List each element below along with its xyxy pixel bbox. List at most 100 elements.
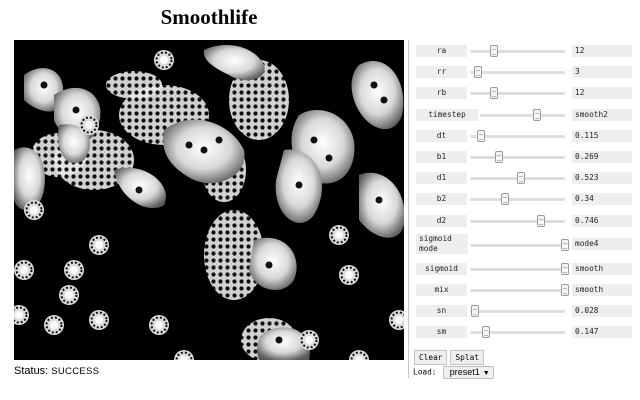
slider-thumb[interactable] [532,108,541,121]
param-label-b1: b1 [416,150,467,163]
page-title: Smoothlife [160,5,258,29]
param-value-d1: 0.523 [572,172,632,185]
param-slider-mix[interactable] [470,283,569,296]
param-slider-ra[interactable] [470,45,565,57]
glider-ring-holes [90,311,108,329]
param-slider-sigmoid-mode[interactable] [470,238,569,251]
param-label-rr: rr [416,66,467,79]
glider-ring-holes [330,226,348,244]
param-slider-timestep[interactable] [480,108,565,121]
glider-ring-holes [90,236,108,254]
cellular-mesh [204,210,264,300]
smoothlife-blob [351,61,404,130]
glider-ring-holes [340,266,358,284]
param-slider-rr[interactable] [470,66,565,79]
param-label-sigmoid-mode: sigmoid mode [416,233,468,254]
slider-thumb[interactable] [470,305,479,318]
param-slider-sigmoid[interactable] [470,262,569,275]
slider-thumb[interactable] [561,238,569,251]
blob-spot [135,186,143,194]
glider-ring-core [85,121,93,129]
param-label-b2: b2 [416,193,467,206]
slider-thumb[interactable] [482,326,491,339]
param-slider-sn[interactable] [470,305,565,318]
simulation-canvas[interactable] [14,40,404,360]
glider-ring [349,350,369,360]
status-line: Status:SUCCESS [14,364,99,379]
chevron-down-icon: ▼ [482,370,490,377]
smoothlife-blob [203,45,265,81]
blob-spot [375,196,383,204]
param-slider-sm[interactable] [470,326,565,339]
param-row-sn: sn 0.028 [414,302,636,323]
param-label-d1: d1 [416,172,467,185]
param-label-sn: sn [416,305,467,318]
status-label: Status: [14,365,49,377]
glider-ring-core [20,266,28,274]
slider-thumb[interactable] [477,129,486,142]
simulation-render [14,45,404,360]
param-value-rb: 12 [572,87,632,100]
param-row-d1: d1 0.523 [414,169,636,190]
param-value-ra: 12 [572,45,632,57]
param-value-timestep: smooth2 [572,108,632,121]
glider-ring-holes [45,316,63,334]
blob-spot [325,154,333,162]
glider-ring-core [180,356,188,360]
slider-thumb[interactable] [489,45,498,57]
glider-ring-holes [25,201,43,219]
glider-ring-core [50,321,58,329]
blob-spot [265,261,273,269]
blob-layer [14,45,404,360]
glider-ring-core [70,266,78,274]
param-value-b2: 0.34 [572,193,632,206]
glider-ring-core [15,311,23,319]
glider-ring-core [160,56,168,64]
smoothlife-blob [359,173,404,238]
param-slider-d1[interactable] [470,172,565,185]
slider-thumb[interactable] [537,214,546,227]
slider-thumb[interactable] [501,193,510,206]
slider-thumb[interactable] [517,172,526,185]
blob-spot [185,141,193,149]
slider-thumb[interactable] [494,150,503,163]
glider-ring-holes [15,261,33,279]
param-slider-b1[interactable] [470,150,565,163]
glider-ring-core [345,271,353,279]
clear-button[interactable]: Clear [414,350,448,365]
glider-ring-holes [155,51,173,69]
preset-select[interactable]: preset1▼ [442,366,494,379]
slider-thumb[interactable] [473,66,482,79]
glider-ring-core [95,316,103,324]
blob-spot [200,146,208,154]
preset-select-value: preset1 [449,367,480,377]
param-slider-d2[interactable] [470,214,565,227]
param-value-d2: 0.746 [572,214,632,227]
param-value-sigmoid: smooth [572,262,632,275]
param-value-b1: 0.269 [572,150,632,163]
blob-spot [295,181,303,189]
glider-ring-holes [60,286,78,304]
splat-button[interactable]: Splat [450,350,484,365]
slider-thumb[interactable] [561,283,569,296]
load-row: Load: preset1▼ [413,366,494,379]
slider-thumb[interactable] [561,262,569,275]
param-slider-rb[interactable] [470,87,565,100]
param-slider-b2[interactable] [470,193,565,206]
param-row-b2: b2 0.34 [414,190,636,211]
param-label-dt: dt [416,129,467,142]
slider-thumb[interactable] [489,87,498,100]
load-label: Load: [413,367,437,377]
glider-ring-core [155,321,163,329]
param-slider-dt[interactable] [470,129,565,142]
param-value-sn: 0.028 [572,305,632,318]
blob-spot [370,81,378,89]
smoothlife-blob [257,327,310,360]
param-label-sigmoid: sigmoid [416,262,467,275]
